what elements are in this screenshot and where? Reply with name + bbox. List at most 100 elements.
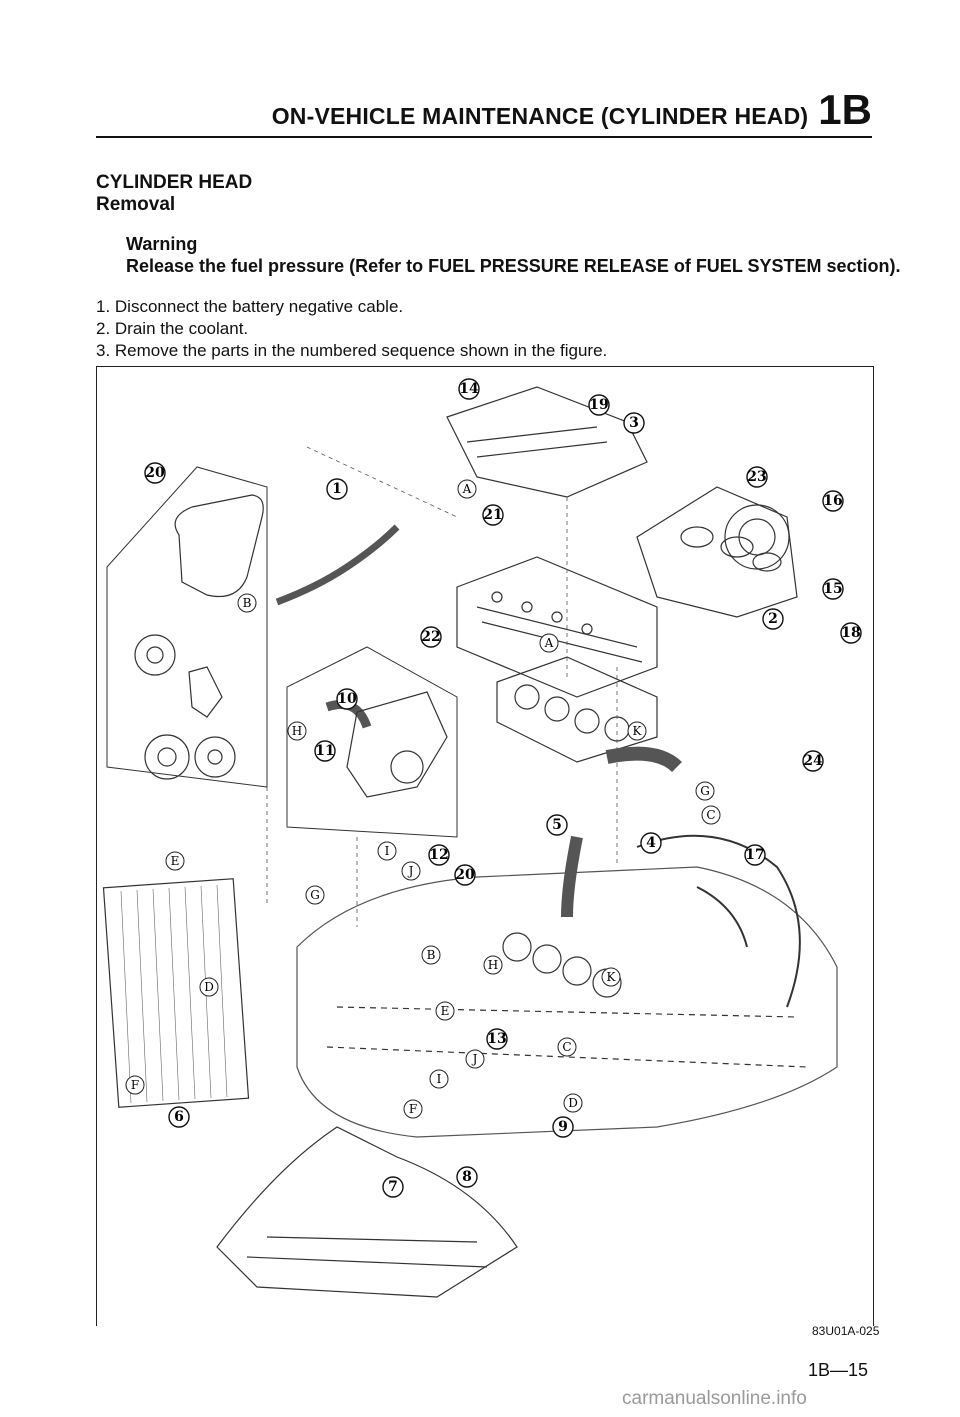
callout-17: 17	[744, 844, 766, 866]
svg-text:16: 16	[823, 493, 842, 509]
step-item: 1. Disconnect the battery negative cable…	[96, 297, 404, 316]
svg-text:F: F	[409, 1102, 417, 1116]
svg-text:H: H	[488, 958, 498, 972]
svg-text:F: F	[131, 1078, 139, 1092]
callout-10: 10	[336, 688, 358, 710]
engine-illustration: 1 2 3 4 5 6 7 8 9 10 11 12 13 14 15 16 1…	[102, 378, 862, 1298]
svg-text:11: 11	[315, 743, 334, 759]
svg-text:A: A	[462, 482, 472, 496]
svg-text:J: J	[407, 864, 414, 878]
svg-text:22: 22	[421, 629, 440, 645]
svg-text:23: 23	[747, 469, 766, 485]
svg-text:E: E	[171, 854, 180, 868]
callout-23: 23	[746, 466, 768, 488]
warning-title: Warning	[126, 234, 198, 254]
callout-1: 1	[326, 478, 348, 500]
svg-text:21: 21	[483, 507, 502, 523]
section-title: CYLINDER HEAD	[96, 172, 253, 193]
svg-text:10: 10	[337, 691, 357, 707]
svg-text:I: I	[437, 1072, 442, 1086]
letter-marker: A	[539, 633, 559, 653]
svg-text:C: C	[562, 1040, 571, 1054]
letter-marker: G	[305, 885, 325, 905]
svg-text:6: 6	[174, 1109, 184, 1125]
svg-text:17: 17	[745, 847, 764, 863]
svg-text:H: H	[292, 724, 302, 738]
letter-marker: I	[377, 841, 397, 861]
svg-text:2: 2	[768, 611, 778, 627]
svg-text:18: 18	[841, 625, 860, 641]
svg-text:K: K	[633, 724, 643, 738]
header-section-code: 1B	[818, 86, 872, 133]
callout-20: 20	[144, 462, 166, 484]
svg-text:G: G	[700, 784, 710, 798]
svg-text:D: D	[204, 980, 214, 994]
letter-marker: C	[557, 1037, 577, 1057]
figure-code: 83U01A-025	[812, 1324, 880, 1338]
svg-text:14: 14	[459, 381, 479, 397]
callout-5: 5	[546, 814, 568, 836]
page-number: 1B—15	[808, 1360, 869, 1380]
letter-marker: J	[465, 1049, 485, 1069]
callout-16: 16	[822, 490, 844, 512]
letter-marker: B	[421, 945, 441, 965]
svg-text:15: 15	[823, 581, 842, 597]
svg-text:J: J	[471, 1052, 478, 1066]
section-subtitle: Removal	[96, 194, 176, 215]
callout-18: 18	[840, 622, 862, 644]
callout-7: 7	[382, 1176, 404, 1198]
svg-text:3: 3	[629, 415, 639, 431]
letter-marker: F	[125, 1075, 145, 1095]
letter-marker: B	[237, 593, 257, 613]
svg-text:7: 7	[388, 1179, 398, 1195]
svg-text:12: 12	[429, 847, 448, 863]
letter-marker: F	[403, 1099, 423, 1119]
svg-text:E: E	[441, 1004, 450, 1018]
letter-marker: E	[165, 851, 185, 871]
callout-21: 21	[482, 504, 504, 526]
reference-letters: A B H I J K G C E D F G B H K E J C I D …	[125, 479, 721, 1119]
svg-text:13: 13	[487, 1031, 506, 1047]
callout-8: 8	[456, 1166, 478, 1188]
callout-6: 6	[168, 1106, 190, 1128]
procedure-steps: 1. Disconnect the battery negative cable…	[96, 296, 607, 362]
step-item: 3. Remove the parts in the numbered sequ…	[96, 341, 608, 360]
callout-9: 9	[552, 1116, 574, 1138]
callout-4: 4	[640, 832, 662, 854]
svg-text:D: D	[568, 1096, 578, 1110]
svg-text:C: C	[706, 808, 715, 822]
page-header: ON-VEHICLE MAINTENANCE (CYLINDER HEAD) 1…	[96, 78, 872, 138]
svg-text:8: 8	[462, 1169, 472, 1185]
callout-15: 15	[822, 578, 844, 600]
svg-text:1: 1	[332, 481, 342, 497]
letter-marker: G	[695, 781, 715, 801]
svg-text:K: K	[607, 970, 617, 984]
callout-22: 22	[420, 626, 442, 648]
exploded-view-figure: 1 2 3 4 5 6 7 8 9 10 11 12 13 14 15 16 1…	[96, 366, 874, 1326]
callout-2: 2	[762, 608, 784, 630]
svg-text:24: 24	[803, 753, 823, 769]
callout-24: 24	[802, 750, 824, 772]
letter-marker: K	[627, 721, 647, 741]
svg-text:5: 5	[552, 817, 562, 833]
letter-marker: D	[199, 977, 219, 997]
letter-marker: A	[457, 479, 477, 499]
svg-text:9: 9	[558, 1119, 568, 1135]
svg-text:G: G	[310, 888, 320, 902]
svg-text:20: 20	[455, 867, 475, 883]
warning-text: Release the fuel pressure (Refer to FUEL…	[126, 256, 901, 276]
callout-3: 3	[623, 412, 645, 434]
svg-text:20: 20	[145, 465, 165, 481]
illustration-drawing	[102, 386, 838, 1298]
svg-text:4: 4	[646, 835, 656, 851]
letter-marker: H	[287, 721, 307, 741]
svg-text:19: 19	[589, 397, 608, 413]
part-callouts: 1 2 3 4 5 6 7 8 9 10 11 12 13 14 15 16 1…	[144, 378, 862, 1198]
callout-11: 11	[314, 740, 336, 762]
callout-20-lower: 20	[454, 864, 476, 886]
callout-13: 13	[486, 1028, 508, 1050]
step-item: 2. Drain the coolant.	[96, 319, 249, 338]
letter-marker: J	[401, 861, 421, 881]
callout-19: 19	[588, 394, 610, 416]
letter-marker: D	[563, 1093, 583, 1113]
